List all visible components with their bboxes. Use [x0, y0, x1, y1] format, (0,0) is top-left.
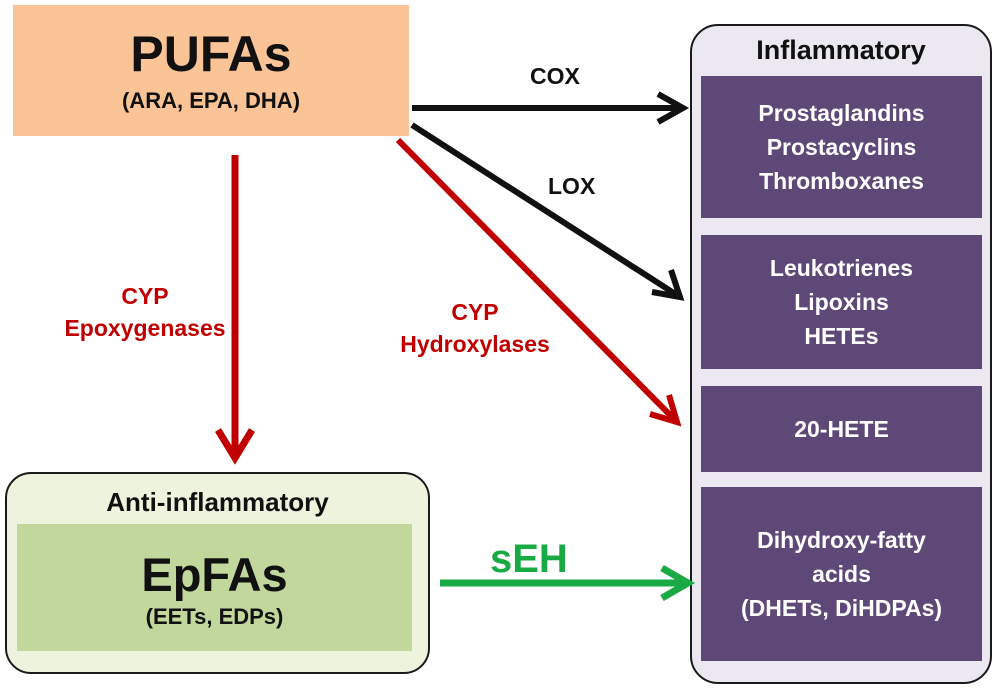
pufa-subtitle: (ARA, EPA, DHA) [121, 88, 301, 113]
leukotrienes-box: Leukotrienes Lipoxins HETEs [701, 235, 982, 369]
prostanoids-box: Prostaglandins Prostacyclins Thromboxane… [701, 76, 982, 218]
epfa-box [17, 524, 412, 651]
thromboxanes-label: Thromboxanes [759, 168, 924, 194]
acids-label: acids [812, 561, 871, 587]
lox-arrow [410, 122, 685, 301]
seh-arrow [440, 564, 696, 602]
cyp-hydroxylases-label: CYP Hydroxylases [365, 296, 585, 360]
lox-label: LOX [548, 173, 596, 199]
cyp-hydroxylases-arrow [395, 137, 682, 427]
pufa-title: PUFAs [130, 26, 292, 82]
epfa-title: EpFAs [141, 548, 288, 601]
dihydroxy-fatty-label: Dihydroxy-fatty [757, 527, 926, 553]
cyp-epox-line2: Epoxygenases [64, 315, 226, 341]
dhets-dihdpas-label: (DHETs, DiHDPAs) [740, 595, 943, 621]
pufa-box [13, 5, 409, 136]
cyp-hydrox-line2: Hydroxylases [400, 331, 550, 357]
20-hete-label: 20-HETE [794, 416, 889, 442]
cyp-epoxygenases-label: CYP Epoxygenases [40, 280, 250, 344]
anti-inflammatory-title: Anti-inflammatory [106, 487, 329, 517]
prostacyclins-label: Prostacyclins [766, 134, 917, 160]
cyp-hydrox-line1: CYP [451, 299, 499, 325]
cox-label: COX [530, 63, 580, 89]
inflammatory-title: Inflammatory [756, 35, 926, 65]
hetes-label: HETEs [804, 323, 879, 349]
dihydroxy-fatty-acids-box: Dihydroxy-fatty acids (DHETs, DiHDPAs) [701, 487, 982, 661]
20-hete-box: 20-HETE [701, 386, 982, 472]
leukotrienes-label: Leukotrienes [769, 255, 914, 281]
seh-label: sEH [490, 537, 568, 581]
cyp-epox-line1: CYP [121, 283, 169, 309]
cox-arrow [412, 91, 690, 125]
prostaglandins-label: Prostaglandins [758, 100, 925, 126]
epfa-subtitle: (EETs, EDPs) [145, 604, 284, 629]
lipoxins-label: Lipoxins [794, 289, 889, 315]
cyp-epoxygenases-arrow [215, 155, 255, 465]
